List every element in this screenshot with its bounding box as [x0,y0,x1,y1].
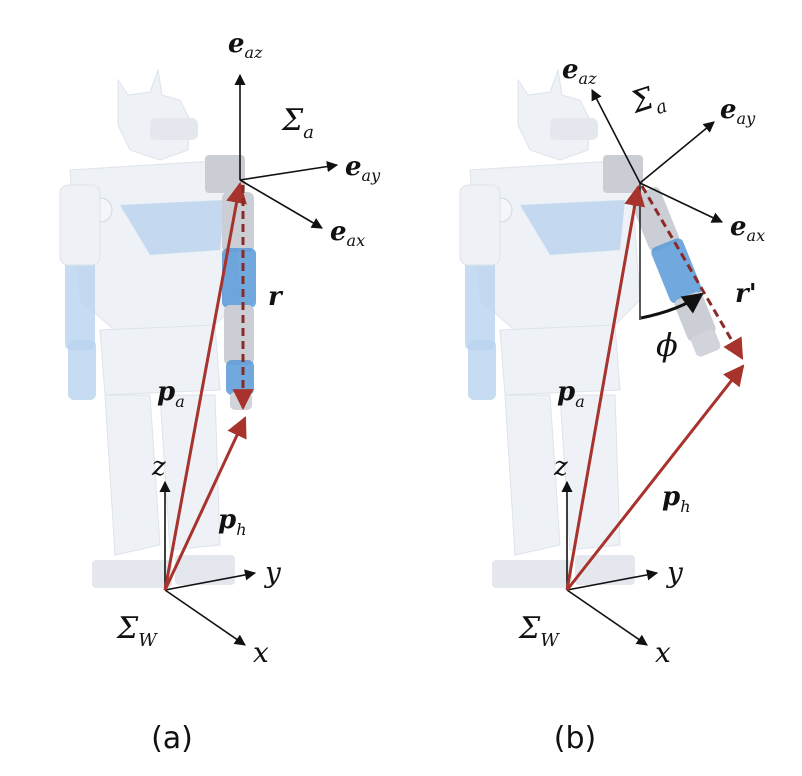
axis-eax-b [639,182,724,223]
axis-eay-a [239,161,339,181]
vector-r-b [640,185,744,360]
axis-eay-b [639,121,715,184]
axis-y-b [566,569,659,591]
label-phi-b: ϕ [656,326,678,364]
label-pa-b: pa [557,377,585,411]
axis-eaz-b [591,89,641,184]
angle-arc-b [640,292,704,320]
label-y-a: y [263,556,282,589]
label-y-b: y [665,556,684,589]
label-r-a: r [268,282,284,312]
axis-eax-a [239,179,323,229]
label-z-b: z [553,452,568,482]
label-pa-a: pa [157,377,185,411]
label-eaz-a: eaz [228,29,263,62]
label-sigmaW-b: ΣW [518,611,560,651]
panel-a: eaz Σa eay eax r pa ph z y x ΣW (a) [59,29,381,756]
caption-a: (a) [151,721,193,756]
panel-b: eaz Σa eay eax r' ϕ pa ph z y x ΣW (b) [459,55,765,756]
axis-x-a [164,589,246,646]
vector-pa-a [163,181,247,591]
robot-figure-b [459,68,721,588]
label-x-b: x [655,636,671,669]
label-eay-b: eay [720,95,756,128]
label-eax-a: eax [330,217,365,250]
label-x-a: x [253,636,269,669]
label-eax-b: eax [730,212,765,245]
vector-ph-a [163,416,247,591]
robot-figure-a [59,68,256,588]
label-z-a: z [151,452,166,482]
label-sigma-a: Σa [281,103,314,143]
label-sigmaW-a: ΣW [116,611,158,651]
vector-ph-b [565,364,745,591]
axis-x-b [566,589,648,646]
label-eaz-b: eaz [562,55,597,88]
label-sigma-b: Σa [626,78,670,126]
label-ph-a: ph [218,505,247,539]
vector-pa-b [565,184,646,591]
axis-y-a [164,569,257,591]
label-ph-b: ph [662,482,691,516]
caption-b: (b) [554,721,596,756]
label-eay-a: eay [345,152,381,185]
label-r-b: r' [735,279,757,309]
